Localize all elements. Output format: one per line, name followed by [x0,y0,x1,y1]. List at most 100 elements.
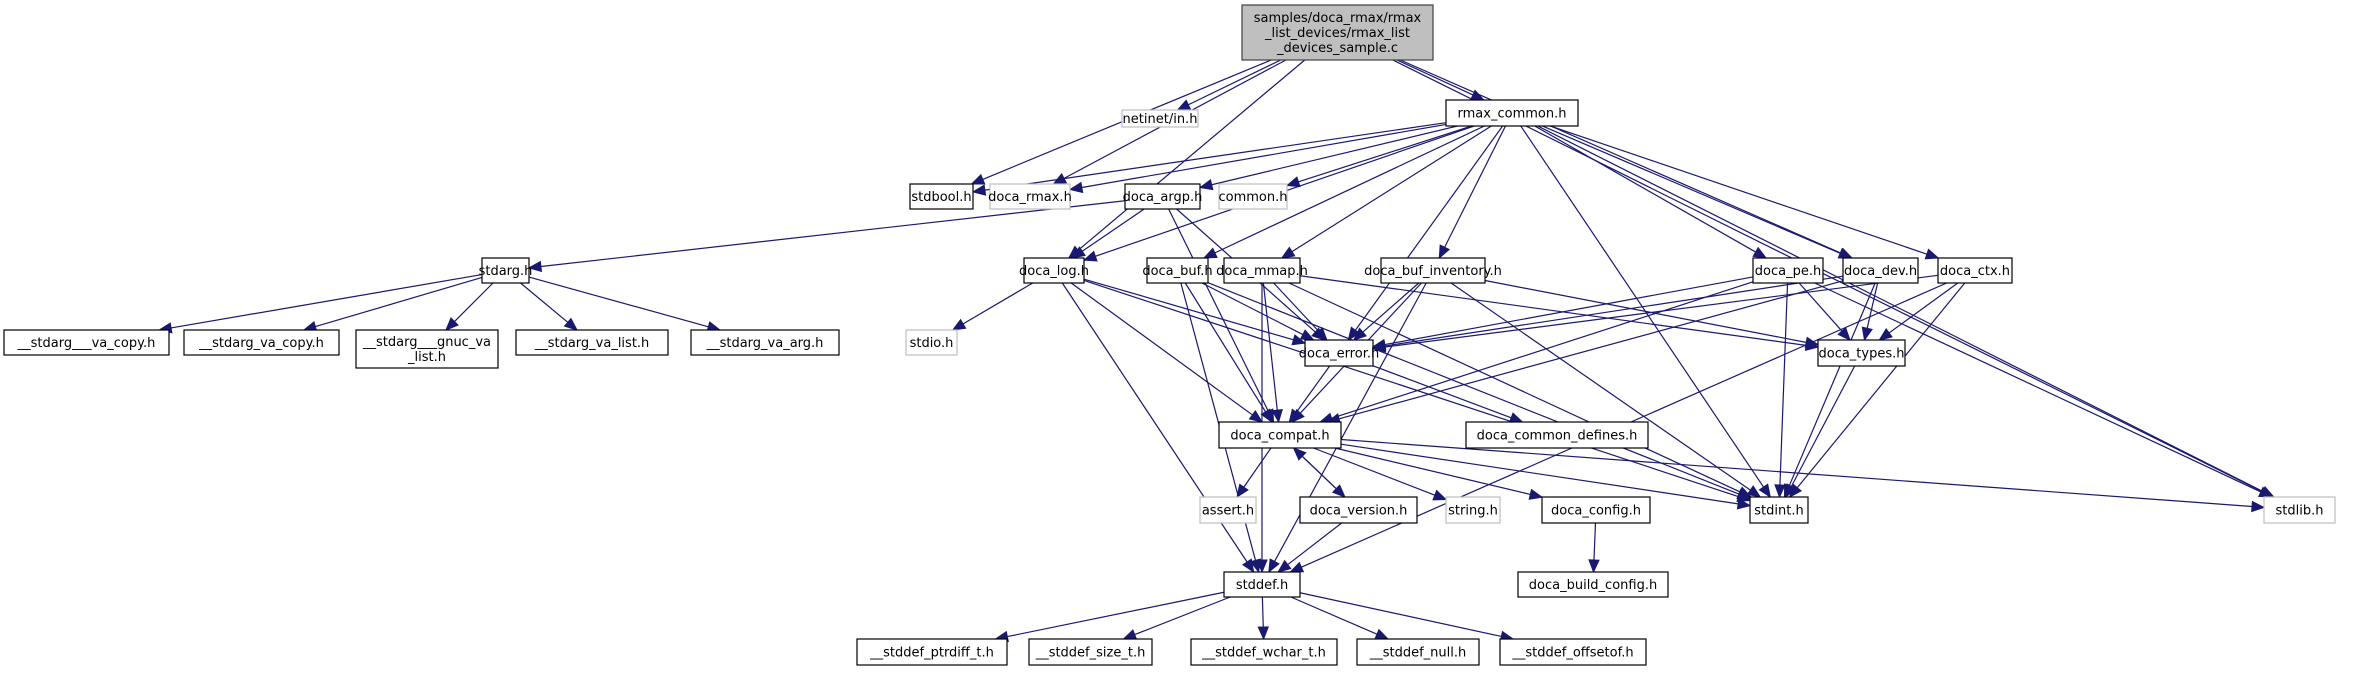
edge-doca_error-to-doca_compat [1295,365,1331,413]
arrowhead-doca_types-to-stdint [1785,483,1797,499]
node-sd-wchar[interactable]: __stddef_wchar_t.h [1190,638,1338,666]
edge-doca_pe-to-stdint [1779,282,1789,486]
node-doca-buf-inventory[interactable]: doca_buf_inventory.h [1364,257,1502,284]
edge-rmax_common-to-stdlib [1537,125,2264,493]
node-label: _list.h [407,350,446,365]
arrowhead-rmax_common-to-doca_buf_inventory [1438,244,1451,260]
node-doca-compat[interactable]: doca_compat.h [1218,421,1342,449]
node-sd-ptrdiff[interactable]: __stddef_ptrdiff_t.h [856,638,1008,666]
node-label: stdio.h [910,336,954,351]
arrowhead-doca_buf-to-doca_error [1299,329,1315,341]
node-doca-build-config[interactable]: doca_build_config.h [1517,571,1669,598]
node-box [856,638,1008,666]
node-label: doca_error.h [1299,347,1379,362]
node-label: stddef.h [1236,578,1288,593]
node-doca-rmax: doca_rmax.h [988,183,1072,210]
node-sd-null[interactable]: __stddef_null.h [1356,638,1480,666]
node-doca-common-defines[interactable]: doca_common_defines.h [1465,421,1649,449]
node-label: __stddef_null.h [1369,646,1467,661]
node-sa-va-arg[interactable]: __stdarg_va_arg.h [690,329,840,356]
node-label: __stddef_wchar_t.h [1201,646,1326,661]
node-label: doca_ctx.h [1940,264,2010,279]
edge-doca_compat-to-doca_config [1334,447,1531,495]
node-sa-gnuc[interactable]: __stdarg___gnuc_va_list.h [355,329,499,369]
node-stddef[interactable]: stddef.h [1223,571,1301,598]
arrowhead-main-to-stdbool [970,173,986,185]
arrowhead-doca_version-to-stddef [1277,559,1292,573]
node-doca-argp[interactable]: doca_argp.h [1123,183,1203,210]
node-string: string.h [1445,496,1501,524]
node-stdarg[interactable]: stdarg.h [479,257,533,284]
node-box [1749,496,1809,524]
node-box [1499,638,1647,666]
node-doca-mmap[interactable]: doca_mmap.h [1216,257,1308,284]
node-box [1218,421,1342,449]
edge-doca_log-to-doca_compat [1070,282,1253,416]
arrowhead-doca_buf-to-doca_compat [1260,408,1273,424]
edge-stdarg-to-sa_va_copy2 [170,273,483,329]
arrowhead-doca_mmap-to-doca_error [1314,326,1328,341]
edge-stddef-to-sd_ptrdiff [1007,591,1225,638]
node-box [481,257,530,284]
edge-rmax_common-to-doca_rmax [1081,123,1447,189]
edge-doca_buf_inventory-to-stdint [1450,282,1751,491]
edge-doca_dev-to-doca_types [1866,282,1879,329]
node-box [183,329,340,356]
node-stdint[interactable]: stdint.h [1749,496,1809,524]
node-label: doca_buf.h [1142,264,1212,279]
node-stdlib: stdlib.h [2263,496,2336,524]
node-doca-log[interactable]: doca_log.h [1019,257,1089,284]
node-doca-config[interactable]: doca_config.h [1541,496,1651,524]
node-rmax-common[interactable]: rmax_common.h [1445,99,1579,127]
node-doca-buf[interactable]: doca_buf.h [1142,257,1213,284]
edge-doca_config-to-doca_build_config [1593,522,1597,561]
node-sd-size[interactable]: __stddef_size_t.h [1028,638,1153,666]
arrowhead-doca_argp-to-stdarg [527,260,543,273]
arrowhead-rmax_common-to-doca_log [1082,250,1098,262]
node-sd-offsetof[interactable]: __stddef_offsetof.h [1499,638,1647,666]
node-box [355,329,499,369]
edge-stdarg-to-sa_gnuc [454,282,494,322]
node-sa-va-list[interactable]: __stdarg_va_list.h [515,329,669,356]
node-label: __stdarg___va_copy.h [17,336,156,351]
node-box [1028,638,1153,666]
edges-layer [157,59,2275,643]
node-label: doca_mmap.h [1216,264,1308,279]
node-box [989,183,1071,210]
edge-doca_argp-to-stdarg [540,200,1126,268]
node-doca-dev[interactable]: doca_dev.h [1842,257,1919,284]
node-sa-va-copy[interactable]: __stdarg_va_copy.h [183,329,340,356]
edge-stddef-to-sd_wchar [1261,596,1264,628]
arrowhead-stddef-to-sd_wchar [1257,626,1269,641]
node-label: doca_build_config.h [1529,578,1657,593]
node-doca-types[interactable]: doca_types.h [1817,339,1906,367]
arrowhead-rmax_common-to-doca_ctx [1924,248,1940,260]
node-box [1541,496,1651,524]
edge-rmax_common-to-doca_argp [1211,125,1458,186]
node-label: __stddef_ptrdiff_t.h [869,646,994,661]
node-sa-va-copy2[interactable]: __stdarg___va_copy.h [3,329,170,356]
node-box [1842,257,1919,284]
arrowhead-stdarg-to-sa_gnuc [445,317,459,331]
arrowhead-stddef-to-sd_null [1374,628,1390,640]
edge-rmax_common-to-doca_error [1354,125,1504,331]
edge-doca_argp-to-doca_log [1081,208,1145,252]
node-stdbool[interactable]: stdbool.h [909,183,974,210]
node-label: netinet/in.h [1123,112,1198,127]
arrowhead-doca_compat-to-stdlib [2251,500,2266,513]
node-label: doca_version.h [1310,504,1408,519]
node-doca-ctx[interactable]: doca_ctx.h [1937,257,2013,284]
edge-rmax_common-to-doca_dev [1542,125,1841,254]
node-doca-pe[interactable]: doca_pe.h [1752,257,1824,284]
node-box [515,329,669,356]
edge-main-to-stdlib [1392,59,2263,493]
node-doca-version[interactable]: doca_version.h [1299,496,1418,524]
edge-rmax_common-to-doca_buf [1214,125,1485,254]
arrowhead-doca_log-to-stdio [951,318,967,331]
arrowhead-rmax_common-to-doca_mmap [1280,246,1296,259]
edge-doca_compat-to-string [1313,447,1436,496]
node-label: _devices_sample.c [1276,41,1398,56]
arrowhead-rmax_common-to-stdbool [971,184,987,196]
node-doca-error[interactable]: doca_error.h [1299,339,1379,367]
node-box [1218,183,1288,210]
